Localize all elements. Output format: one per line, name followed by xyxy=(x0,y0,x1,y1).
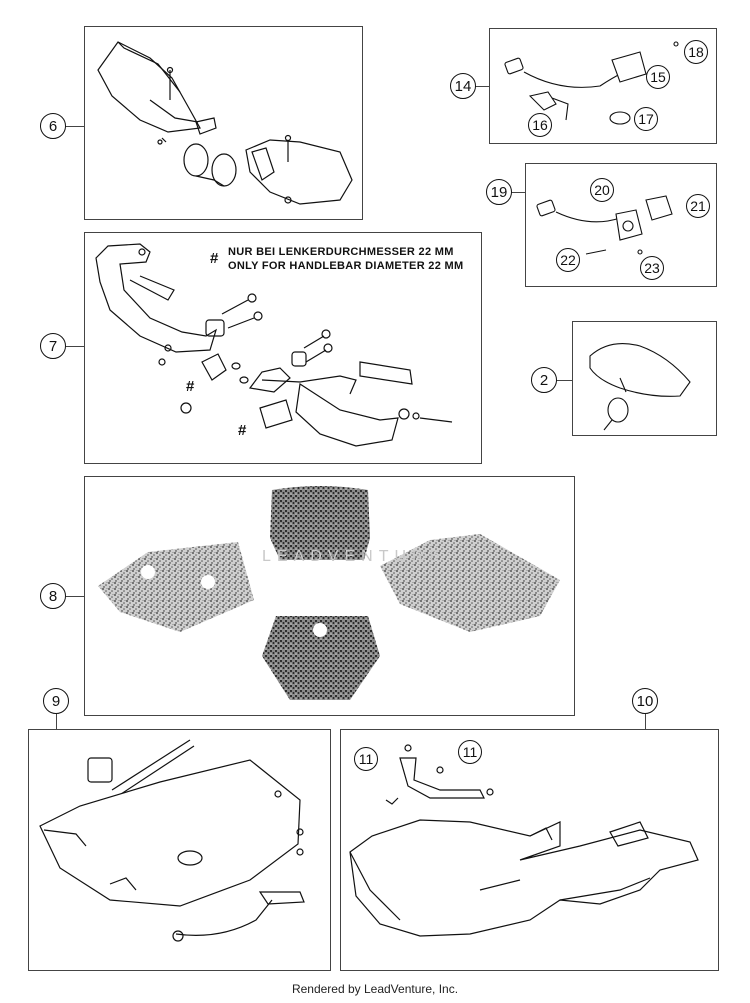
callout-14: 14 xyxy=(450,73,476,99)
panel-handguard-7 xyxy=(84,232,482,464)
callout-17: 17 xyxy=(634,107,658,131)
number-plates-drawing xyxy=(98,486,560,700)
callout-22: 22 xyxy=(556,248,580,272)
callout-8: 8 xyxy=(40,583,66,609)
hash-marker-bottom: # xyxy=(238,422,247,439)
note-line-german: NUR BEI LENKERDURCHMESSER 22 MM xyxy=(228,246,454,258)
callout-2: 2 xyxy=(531,367,557,393)
note-line-english: ONLY FOR HANDLEBAR DIAMETER 22 MM xyxy=(228,260,464,272)
leader-6 xyxy=(66,126,84,127)
callout-20: 20 xyxy=(590,178,614,202)
leader-7 xyxy=(66,346,84,347)
leader-8 xyxy=(66,596,84,597)
wiring-19-drawing xyxy=(536,195,673,255)
panel-wiring-14 xyxy=(489,28,717,144)
hash-marker-left: # xyxy=(186,378,195,395)
callout-16: 16 xyxy=(528,113,552,137)
callout-21: 21 xyxy=(686,194,710,218)
callout-11-right: 11 xyxy=(458,740,482,764)
callout-18: 18 xyxy=(684,40,708,64)
leader-2 xyxy=(556,380,572,381)
leader-10 xyxy=(645,714,646,729)
callout-15: 15 xyxy=(646,65,670,89)
wiring-14-drawing xyxy=(504,41,679,125)
cover-2-drawing xyxy=(589,343,691,431)
watermark-text: LEADVENTURE xyxy=(262,548,447,565)
callout-23: 23 xyxy=(640,256,664,280)
callout-10: 10 xyxy=(632,688,658,714)
handguard-6-drawing xyxy=(97,41,353,205)
hash-marker-note: # xyxy=(210,250,219,267)
leader-14 xyxy=(474,86,489,87)
footer-credit: Rendered by LeadVenture, Inc. xyxy=(291,982,459,996)
leader-9 xyxy=(56,714,57,729)
skid-plate-10-drawing xyxy=(349,744,699,937)
callout-6: 6 xyxy=(40,113,66,139)
leader-19 xyxy=(510,192,525,193)
callout-9: 9 xyxy=(43,688,69,714)
handguard-7-drawing xyxy=(95,243,453,447)
skid-plate-9-drawing xyxy=(39,739,305,942)
callout-19: 19 xyxy=(486,179,512,205)
callout-7: 7 xyxy=(40,333,66,359)
callout-11-left: 11 xyxy=(354,747,378,771)
